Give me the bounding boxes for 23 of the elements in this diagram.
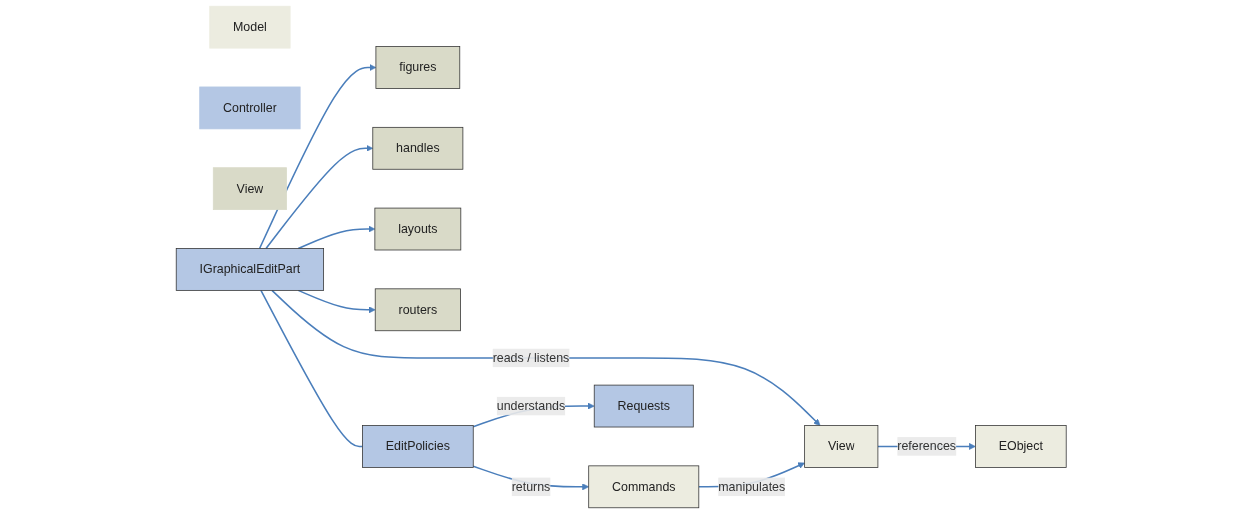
node-box: Model [209,5,291,49]
node-box: handles [372,126,464,170]
node-box: Controller [199,86,301,130]
arrow [297,289,376,314]
arrow [265,144,373,250]
connector [259,289,363,448]
node-box: View [804,425,879,468]
edge-label: returns [511,479,551,494]
node-box: figures [375,46,460,89]
edge-label: understands [496,399,565,413]
arrow [258,64,376,250]
node-box: View [212,167,287,210]
node-box: routers [374,288,461,332]
node-box: layouts [374,207,461,251]
node-box: EditPolicies [361,425,474,468]
edge-label: manipulates [718,479,785,494]
edge-label: reads / listens [492,350,570,365]
arrow [297,225,375,250]
node-box: Requests [593,384,694,428]
node-box: IGraphicalEditPart [175,248,324,291]
edge-label: references [897,439,956,453]
node-box: EObject [974,425,1067,468]
node-box: Commands [588,465,699,509]
